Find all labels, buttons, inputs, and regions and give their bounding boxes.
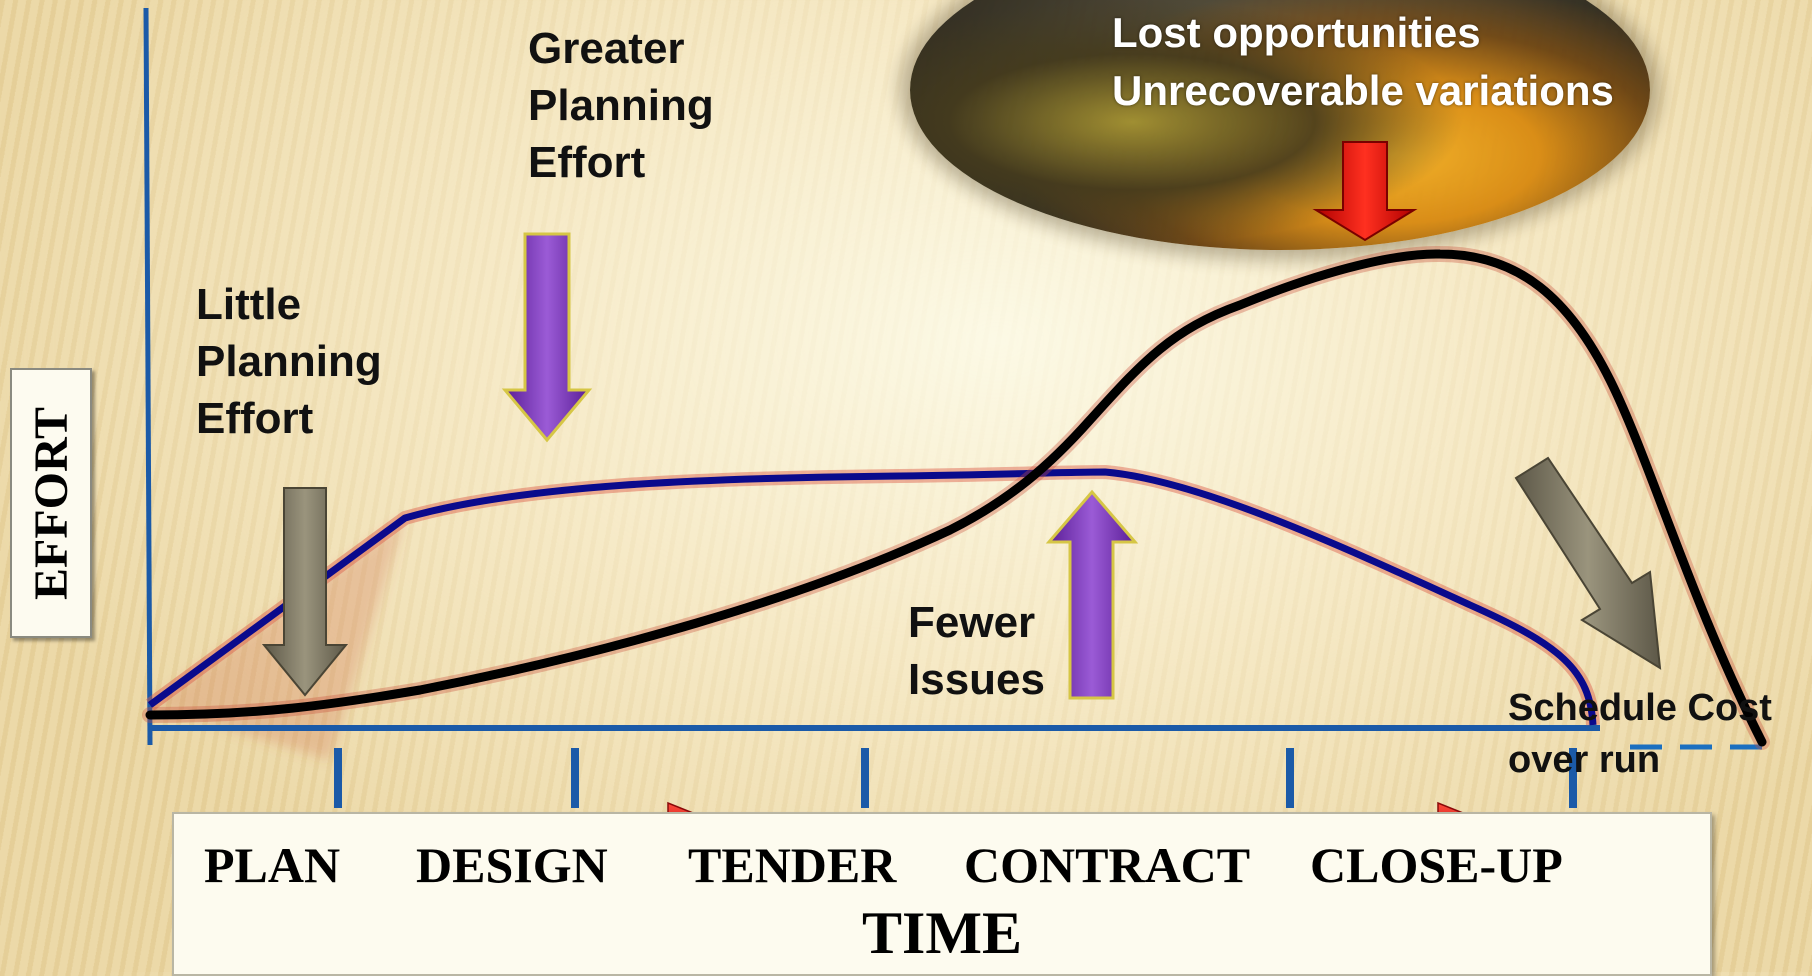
schedule-cost-label: Schedule Cost over run bbox=[1508, 682, 1772, 786]
little-planning-line-3: Effort bbox=[196, 394, 314, 443]
fewer-issues-line-2: Issues bbox=[908, 655, 1045, 704]
black-effort-curve-line bbox=[145, 249, 1767, 747]
grey-down-arrow-icon bbox=[261, 487, 349, 697]
phase-ticks bbox=[334, 748, 1577, 808]
purple-up-arrow-icon bbox=[1045, 489, 1139, 700]
grey-diagonal-arrow-icon bbox=[1514, 456, 1662, 670]
y-axis bbox=[143, 7, 153, 746]
schedule-cost-line-2: over run bbox=[1508, 739, 1661, 781]
red-down-arrow-icon bbox=[1312, 141, 1418, 242]
phase-tender: TENDER bbox=[688, 837, 897, 893]
lost-opportunities-label: Lost opportunities Unrecoverable variati… bbox=[1112, 4, 1614, 120]
time-phase-box: PLAN DESIGN TENDER CONTRACT CLOSE-UP TIM… bbox=[172, 812, 1712, 976]
greater-planning-line-1: Greater bbox=[528, 24, 685, 73]
little-planning-label: Little Planning Effort bbox=[196, 276, 382, 447]
firefighter-photo bbox=[910, 0, 1650, 250]
phase-design: DESIGN bbox=[416, 837, 608, 893]
little-planning-line-2: Planning bbox=[196, 337, 382, 386]
phase-plan: PLAN bbox=[204, 837, 341, 893]
lost-line-1: Lost opportunities bbox=[1112, 9, 1481, 56]
fewer-issues-line-1: Fewer bbox=[908, 598, 1036, 647]
phase-contract: CONTRACT bbox=[964, 837, 1251, 893]
little-planning-line-1: Little bbox=[196, 280, 302, 329]
fewer-issues-label: Fewer Issues bbox=[908, 594, 1045, 708]
purple-down-arrow-icon bbox=[501, 232, 593, 443]
y-axis-label: EFFORT bbox=[24, 406, 78, 600]
greater-planning-label: Greater Planning Effort bbox=[528, 20, 714, 191]
greater-planning-line-2: Planning bbox=[528, 81, 714, 130]
blue-effort-curve-line bbox=[147, 468, 1597, 726]
schedule-cost-line-1: Schedule Cost bbox=[1508, 687, 1772, 729]
phase-close-up: CLOSE-UP bbox=[1310, 837, 1563, 893]
y-axis-label-box: EFFORT bbox=[10, 368, 92, 638]
lost-line-2: Unrecoverable variations bbox=[1112, 67, 1614, 114]
greater-planning-line-3: Effort bbox=[528, 138, 646, 187]
x-axis-label: TIME bbox=[861, 900, 1023, 966]
